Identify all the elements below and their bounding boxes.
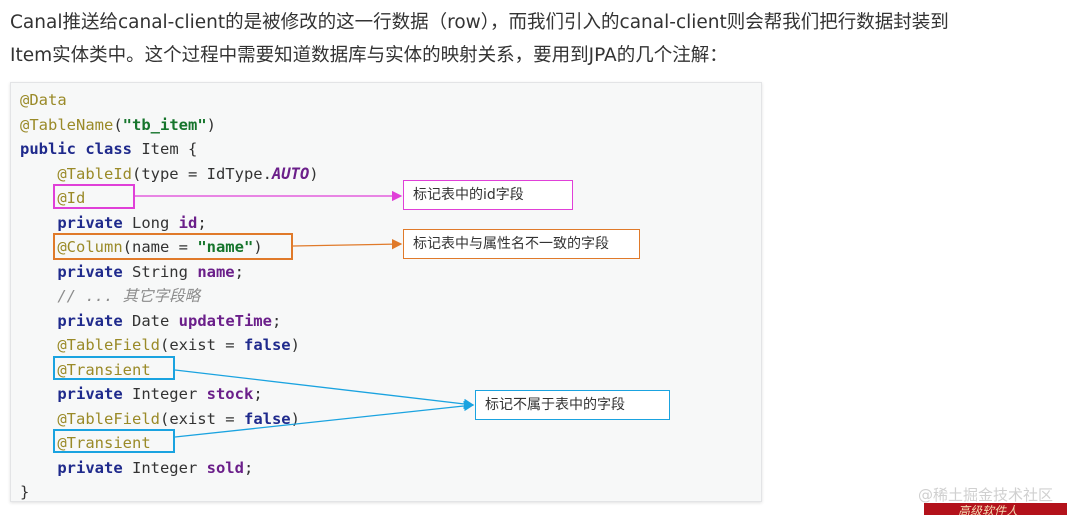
code-token: @TableId <box>57 164 132 183</box>
column-callout: 标记表中与属性名不一致的字段 <box>403 229 640 259</box>
code-line: private Integer stock; <box>20 382 319 407</box>
code-line: private Long id; <box>20 211 319 236</box>
code-token: Integer <box>131 458 207 477</box>
code-token: @Id <box>57 189 86 207</box>
code-token: String <box>131 262 198 281</box>
transient-arrow-2 <box>174 400 475 438</box>
transient-callout-text: 标记不属于表中的字段 <box>485 397 625 413</box>
transient-callout: 标记不属于表中的字段 <box>475 390 670 420</box>
code-line: @TableName("tb_item") <box>20 113 319 138</box>
code-token: ) <box>206 115 217 134</box>
code-token: // ... 其它字段略 <box>57 287 201 305</box>
code-token: public class <box>20 140 142 158</box>
code-line: public class Item { <box>20 137 319 162</box>
id-highlight-box <box>53 184 135 209</box>
code-token: ) <box>290 336 300 354</box>
code-token: ( <box>113 115 123 134</box>
column-highlight-box <box>53 233 293 260</box>
transient-highlight-box-2 <box>53 429 175 453</box>
code-token: Item { <box>141 140 198 158</box>
corner-banner: 高级软件人 <box>924 503 1067 515</box>
transient-highlight-box-1 <box>53 356 175 380</box>
code-token: @TableField <box>57 336 160 354</box>
code-token: private <box>57 213 132 232</box>
code-line: // ... 其它字段略 <box>20 284 319 309</box>
code-block: @Data@TableName("tb_item")public class I… <box>10 82 762 502</box>
code-line: @Id <box>20 186 319 211</box>
code-line: @Data <box>20 88 319 113</box>
code-token: ; <box>271 311 282 330</box>
code-token: @Transient <box>57 360 151 379</box>
code-token: "name" <box>197 238 254 256</box>
code-token: @Column <box>57 238 123 256</box>
code-token: @TableField <box>57 409 160 428</box>
code-token: AUTO <box>271 164 310 183</box>
code-token: Long <box>131 213 179 232</box>
code-token: name <box>197 262 235 281</box>
id-callout-text: 标记表中的id字段 <box>413 187 524 203</box>
code-token: updateTime <box>178 311 272 330</box>
column-arrow <box>292 238 403 250</box>
code-token: ; <box>243 458 254 477</box>
transient-arrow-1 <box>174 369 475 410</box>
code-token: @TableName <box>20 115 114 134</box>
code-token: ) <box>253 238 263 256</box>
corner-banner-text: 高级软件人 <box>958 504 1019 515</box>
code-line: @TableField(exist = false) <box>20 407 319 432</box>
code-line: private String name; <box>20 260 319 285</box>
code-token: (name = <box>122 238 198 256</box>
column-callout-text: 标记表中与属性名不一致的字段 <box>413 236 609 252</box>
code-line: @Transient <box>20 431 319 456</box>
code-token: ) <box>309 164 319 183</box>
code-token: @Transient <box>57 434 151 452</box>
code-token: ) <box>290 409 300 428</box>
code-token: ; <box>253 385 263 403</box>
code-token: private <box>57 311 132 330</box>
intro-paragraph: Canal推送给canal-client的是被修改的这一行数据（row），而我们… <box>10 6 1060 72</box>
code-token: private <box>57 458 132 477</box>
code-line: @TableId(type = IdType.AUTO) <box>20 162 319 187</box>
code-token: stock <box>206 385 254 403</box>
code-token: Integer <box>131 385 207 403</box>
code-line: @Column(name = "name") <box>20 235 319 260</box>
code-token: @Data <box>20 91 67 109</box>
code-token: private <box>57 262 132 281</box>
code-line: private Integer sold; <box>20 456 319 481</box>
code-token: id <box>178 213 198 232</box>
code-token: sold <box>206 458 244 477</box>
code-token: private <box>57 385 132 403</box>
code-token: (exist = <box>159 336 244 354</box>
code-token: false <box>243 336 291 354</box>
code-token: ; <box>234 262 244 281</box>
code-token: ; <box>197 213 207 232</box>
code-line: @TableField(exist = false) <box>20 333 319 358</box>
code-line: private Date updateTime; <box>20 309 319 334</box>
code-line: @Transient <box>20 358 319 383</box>
code-token: (exist = <box>159 409 244 428</box>
watermark: @稀土掘金技术社区 <box>917 486 1053 504</box>
code-token: Date <box>131 311 179 330</box>
code-text: @Data@TableName("tb_item")public class I… <box>20 88 319 505</box>
code-line: } <box>20 480 319 505</box>
id-callout: 标记表中的id字段 <box>403 180 573 210</box>
code-token: "tb_item" <box>122 115 207 134</box>
code-token: false <box>243 409 291 428</box>
code-token: (type = IdType. <box>131 164 272 183</box>
intro-line-2: Item实体类中。这个过程中需要知道数据库与实体的映射关系，要用到JPA的几个注… <box>10 45 728 66</box>
code-token: } <box>20 483 30 501</box>
intro-line-1: Canal推送给canal-client的是被修改的这一行数据（row），而我们… <box>10 12 949 33</box>
